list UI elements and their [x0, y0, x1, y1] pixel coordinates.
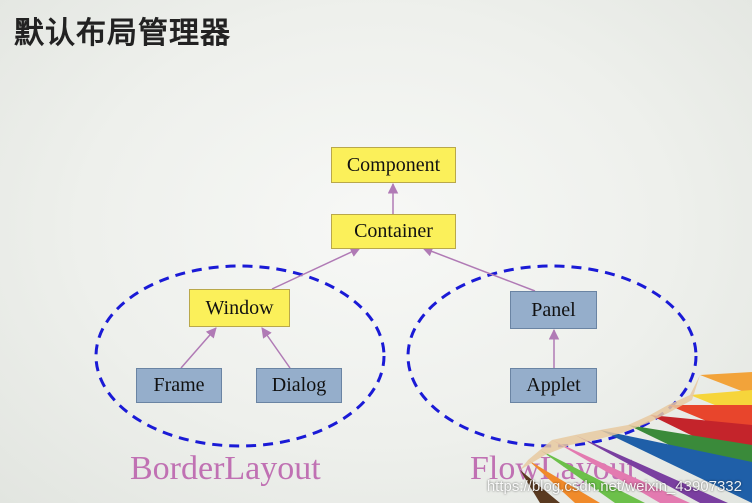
flow-layout-group-ellipse: [406, 264, 698, 448]
arrow-dialog-to-window: [261, 327, 291, 369]
node-frame: Frame: [136, 368, 222, 403]
border-layout-label: BorderLayout: [130, 450, 321, 487]
node-dialog: Dialog: [256, 368, 342, 403]
node-component: Component: [331, 147, 456, 183]
arrow-frame-to-window: [180, 327, 217, 369]
border-layout-group-ellipse: [94, 264, 386, 448]
page-title: 默认布局管理器: [14, 16, 231, 51]
node-panel: Panel: [510, 291, 597, 329]
node-window: Window: [189, 289, 290, 327]
node-applet: Applet: [510, 368, 597, 403]
arrow-panel-to-container: [422, 246, 536, 292]
arrow-window-to-container: [271, 247, 361, 290]
watermark-url: https://blog.csdn.net/weixin_43907332: [486, 478, 742, 495]
node-container: Container: [331, 214, 456, 249]
